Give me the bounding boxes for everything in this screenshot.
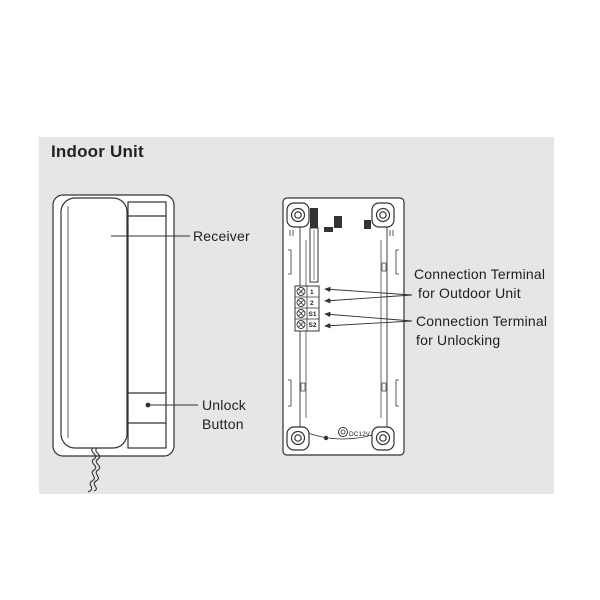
terminal-arrows <box>324 286 413 329</box>
terminal-screw-s2 <box>296 320 306 329</box>
panel-title: Indoor Unit <box>51 142 144 161</box>
unlock-label-line2: Button <box>202 416 244 432</box>
terminal-screw-1 <box>296 287 306 296</box>
conn-outdoor-label-line2: for Outdoor Unit <box>418 285 521 301</box>
indoor-unit-back-view: 1 2 S1 S2 DC12V <box>282 197 405 456</box>
arrow-to-terminal-2 <box>324 294 413 304</box>
unlock-label-line1: Unlock <box>202 397 246 413</box>
screw-hole-bottom-left <box>286 426 310 451</box>
terminal-label-1: 1 <box>310 289 314 296</box>
terminal-screw-s1 <box>296 309 306 318</box>
arrow-to-terminal-s2 <box>324 320 413 329</box>
unlock-button-dot <box>145 402 151 408</box>
top-bracket-left <box>310 208 318 228</box>
receiver-handset <box>60 197 128 449</box>
conn-outdoor-label-line1: Connection Terminal <box>414 266 546 282</box>
terminal-label-2: 2 <box>310 300 314 307</box>
coiled-cord <box>87 447 101 493</box>
dc12v-label: DC12V <box>349 431 371 438</box>
screw-hole-bottom-right <box>371 426 395 451</box>
arrow-to-terminal-s1 <box>324 311 413 322</box>
screw-hole-top-left <box>286 202 310 228</box>
terminal-screw-2 <box>296 298 306 307</box>
indoor-unit-front-view <box>52 194 198 493</box>
terminal-block <box>294 285 320 332</box>
dc12v-jack: DC12V <box>338 427 371 438</box>
conn-unlock-label-line1: Connection Terminal <box>416 313 548 329</box>
receiver-label: Receiver <box>193 228 250 244</box>
terminal-label-s2: S2 <box>309 322 317 329</box>
back-body-outline <box>282 197 405 456</box>
terminal-label-s1: S1 <box>309 311 317 318</box>
arrow-to-terminal-1 <box>324 286 413 296</box>
screw-hole-top-right <box>371 202 395 228</box>
right-column-frame <box>127 201 167 449</box>
conn-unlock-label-line2: for Unlocking <box>416 332 501 348</box>
cable-slot <box>309 227 319 283</box>
